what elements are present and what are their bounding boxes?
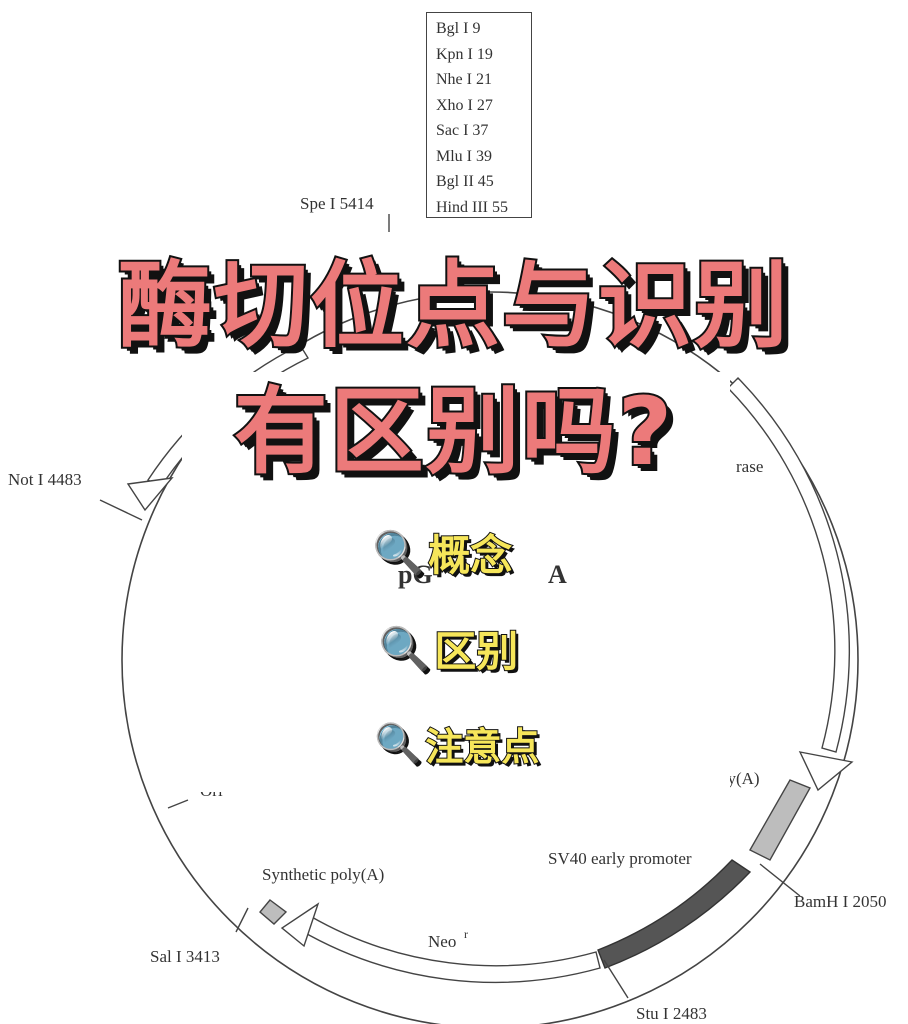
tick-bamh — [759, 863, 801, 897]
tick-stu — [603, 959, 629, 999]
neo-arrow-head — [280, 902, 320, 948]
arrow-right-feature — [727, 377, 851, 753]
item-difference: 🔍 区别 — [377, 618, 519, 679]
restriction-sites-box: Bgl I 9 Kpn I 19 Nhe I 21 Xho I 27 Sac I… — [426, 12, 532, 218]
item-notes: 🔍 注意点 — [373, 716, 540, 771]
label-not: Not I 4483 — [8, 470, 82, 489]
site-mlu-i: Mlu I 39 — [436, 147, 492, 165]
site-hind-iii: Hind III 55 — [436, 198, 508, 216]
magnifier-icon: 🔍 — [371, 527, 425, 578]
site-sac-i: Sac I 37 — [436, 122, 489, 139]
plasmid-name-left: pG — [398, 560, 433, 589]
plasmid-name-fragment: pG — [398, 560, 433, 590]
label-neo: Neo — [428, 932, 456, 951]
item-difference-label: 区别 — [433, 626, 519, 677]
magnifier-icon: 🔍 — [373, 720, 422, 766]
plasmid-name-right: A — [548, 560, 567, 589]
label-sv40-early: SV40 early promoter — [548, 849, 692, 868]
tick-sal — [235, 907, 249, 933]
synthetic-polya-block — [259, 899, 288, 925]
label-neo-sup: r — [464, 927, 468, 941]
title-line-2: 有区别吗? — [232, 376, 675, 489]
label-spe: Spe I 5414 — [300, 194, 374, 213]
label-rase-fragment: rase — [736, 457, 763, 476]
center-whiteout — [182, 372, 730, 792]
arrow-left-head — [126, 477, 174, 512]
site-nhe-i: Nhe I 21 — [436, 71, 492, 88]
label-sal: Sal I 3413 — [150, 947, 220, 966]
plasmid-name-fragment-right: A — [548, 560, 567, 590]
site-bgl-i: Bgl I 9 — [436, 20, 481, 37]
label-bamh: BamH I 2050 — [794, 892, 887, 911]
plasmid-circle — [121, 291, 859, 1024]
title-line-1: 酶切位点与识别 — [116, 250, 790, 363]
sv40-early-promoter-block — [597, 859, 752, 969]
label-stu: Stu I 2483 — [636, 1004, 707, 1023]
tick-ori — [167, 799, 189, 809]
site-xho-i: Xho I 27 — [436, 96, 493, 114]
item-notes-label: 注意点 — [424, 724, 540, 770]
sv40-late-polya-block — [749, 779, 811, 861]
tick-not — [99, 499, 143, 521]
item-concept-label: 概念 — [427, 530, 513, 581]
magnifier-icon: 🔍 — [377, 623, 431, 674]
item-concept: 🔍 概念 — [371, 522, 513, 583]
site-bgl-ii: Bgl II 45 — [436, 173, 494, 190]
site-kpn-i: Kpn I 19 — [436, 45, 493, 63]
label-synthetic-polya: Synthetic poly(A) — [262, 865, 384, 884]
arrow-right-head — [798, 751, 854, 792]
